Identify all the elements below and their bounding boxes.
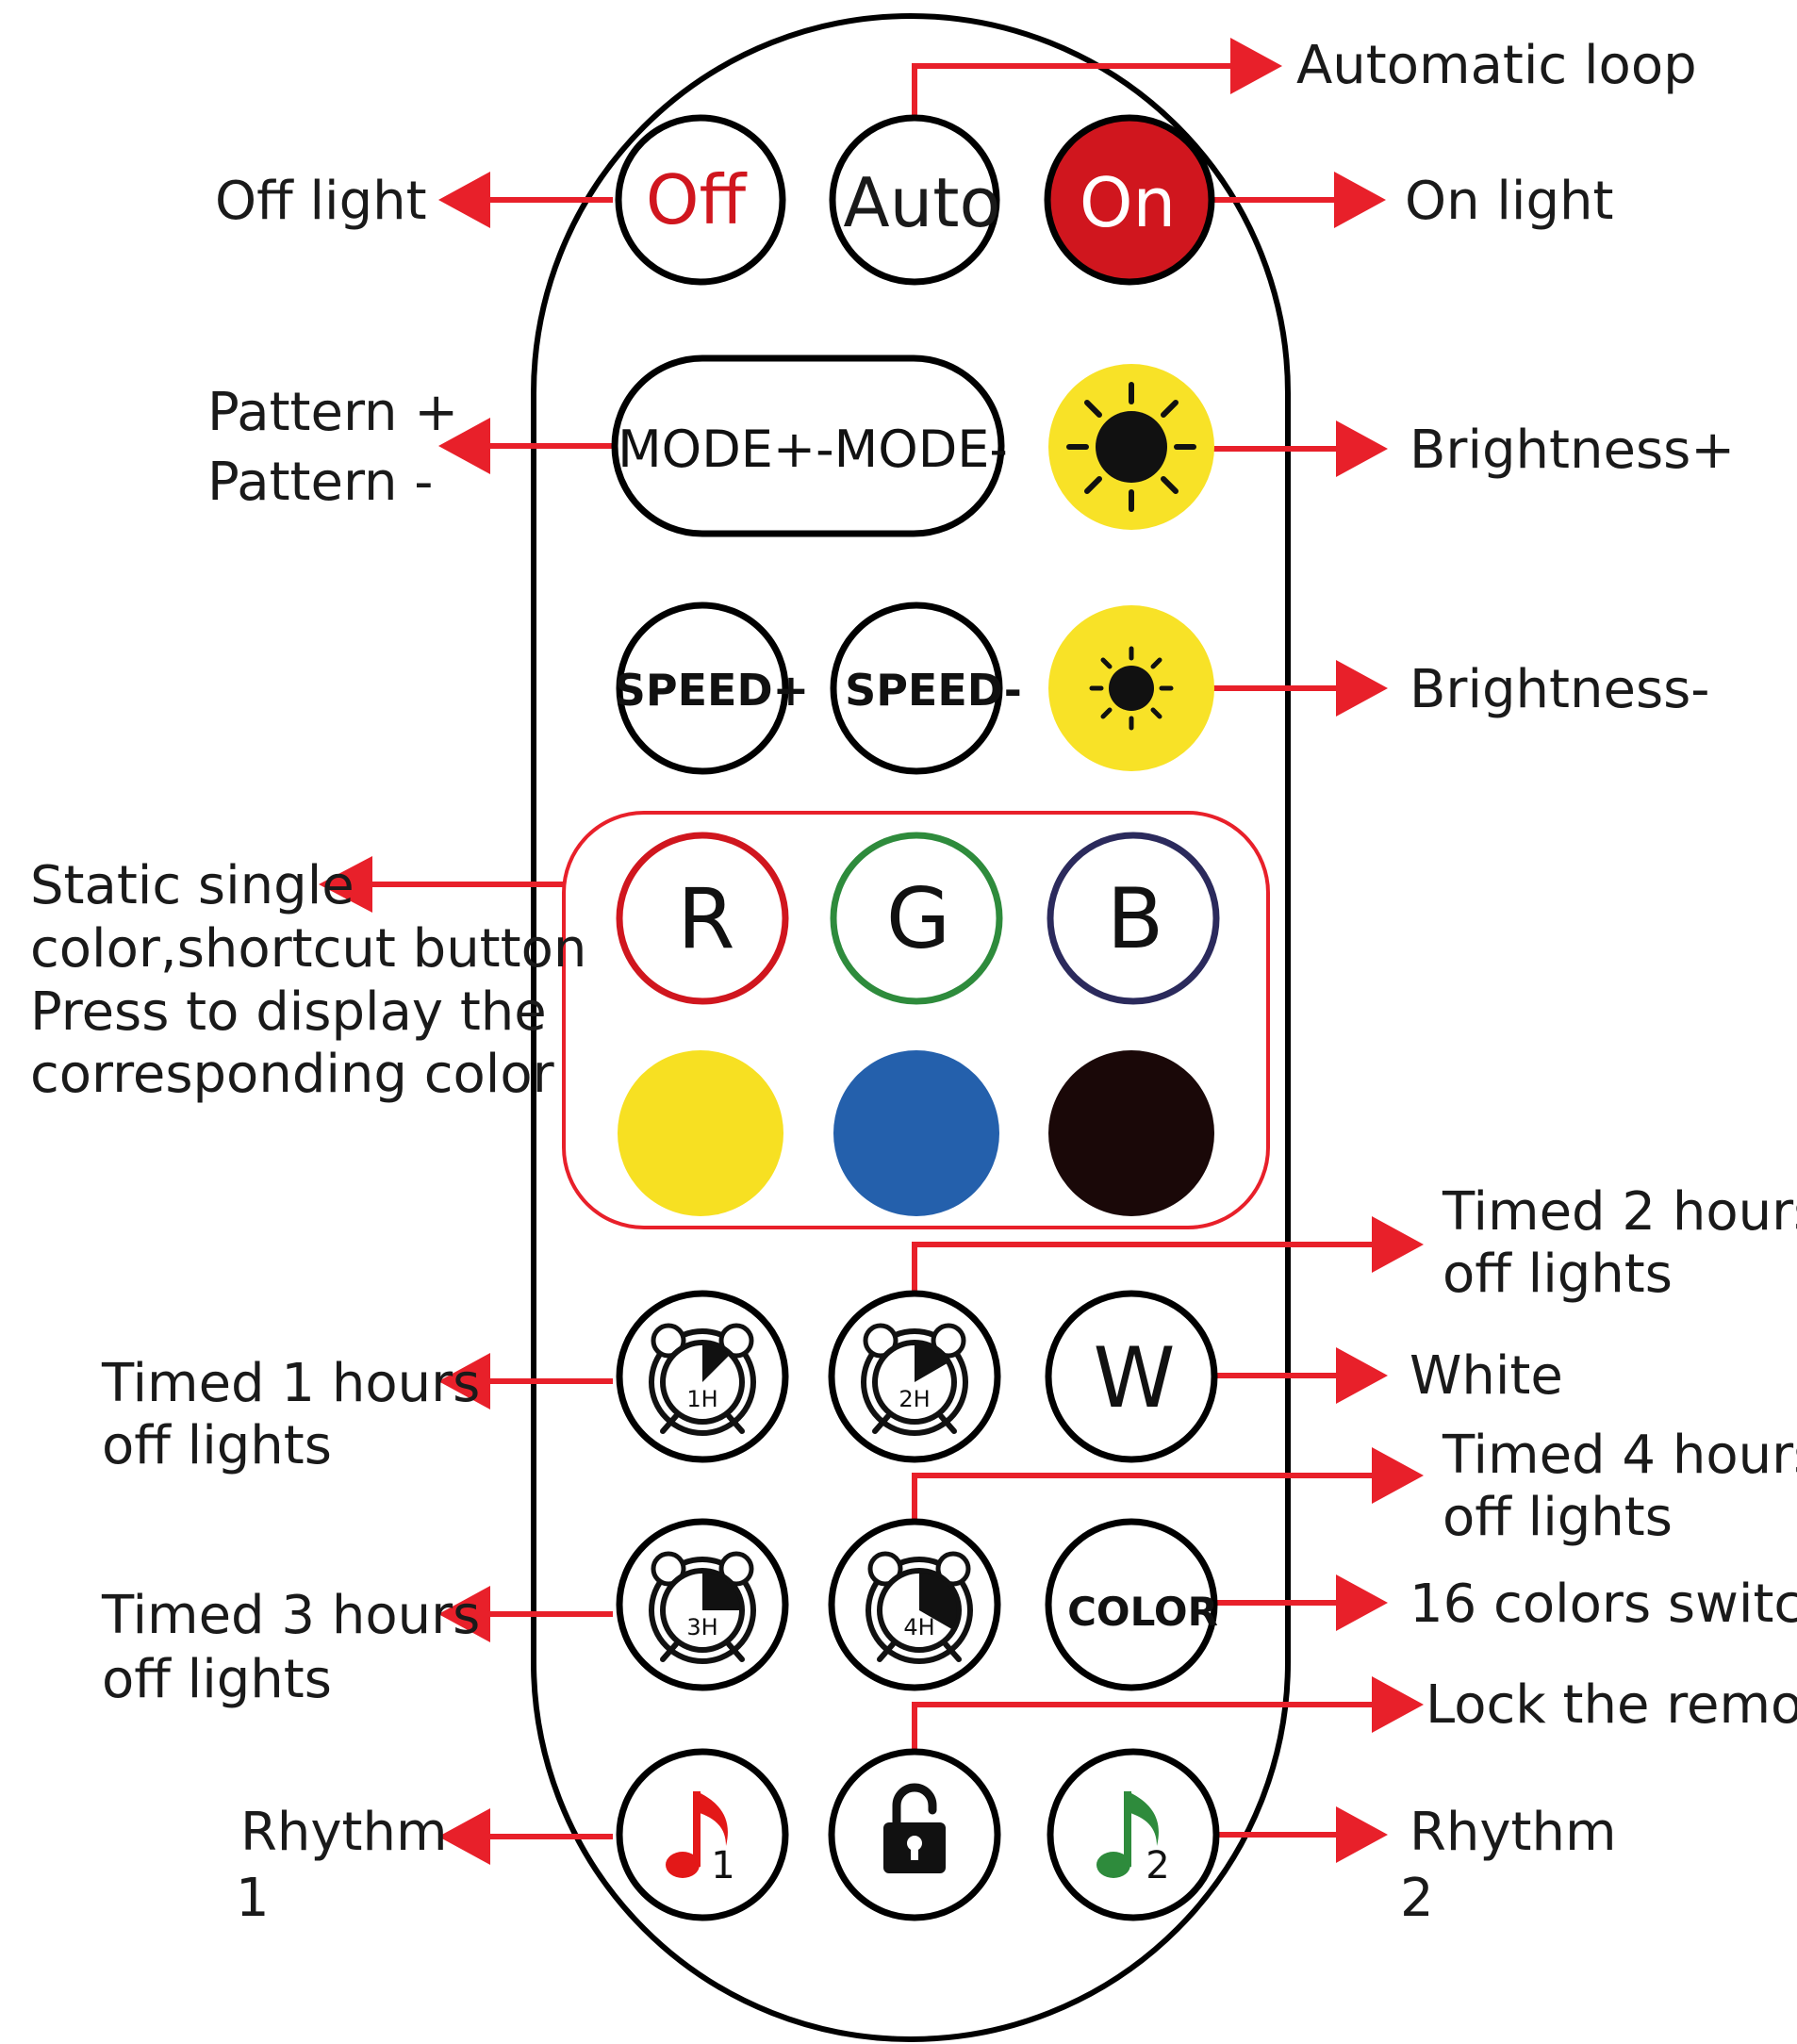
lock-icon bbox=[883, 1783, 946, 1873]
label-white: White bbox=[1410, 1345, 1563, 1407]
label-rhythm-left: Rhythm bbox=[240, 1802, 448, 1863]
label-automatic-loop: Automatic loop bbox=[1296, 35, 1697, 96]
yellow-swatch-button[interactable] bbox=[618, 1050, 783, 1216]
label-off-light: Off light bbox=[215, 171, 427, 232]
speed-up-label: SPEED+ bbox=[615, 665, 809, 716]
label-timed3-line1: Timed 3 hours bbox=[101, 1585, 480, 1646]
label-on-light: On light bbox=[1405, 171, 1613, 232]
label-timed1-line1: Timed 1 hours bbox=[101, 1353, 480, 1414]
timer-4h-button[interactable]: 4H bbox=[828, 1518, 1001, 1691]
label-timed4-line2: off lights bbox=[1443, 1487, 1673, 1548]
timer-4h-label: 4H bbox=[903, 1614, 934, 1640]
label-brightness-plus: Brightness+ bbox=[1410, 420, 1735, 481]
timer-2h-label: 2H bbox=[898, 1386, 930, 1412]
speed-down-label: SPEED- bbox=[845, 665, 1022, 716]
timer-3h-label: 3H bbox=[686, 1614, 717, 1640]
timer-1h-label: 1H bbox=[686, 1386, 717, 1412]
off-button-label: Off bbox=[646, 160, 748, 239]
alarm-clock-icon bbox=[651, 1326, 753, 1433]
rhythm-1-num: 1 bbox=[711, 1844, 734, 1887]
remote-body bbox=[531, 13, 1291, 2042]
label-rhythm-left-num: 1 bbox=[236, 1868, 270, 1929]
label-static-line4: corresponding color bbox=[30, 1044, 555, 1105]
alarm-clock-icon bbox=[864, 1326, 965, 1433]
music-note-icon bbox=[666, 1791, 728, 1878]
rhythm-1-button[interactable]: 1 bbox=[616, 1748, 789, 1921]
timer-3h-button[interactable]: 3H bbox=[616, 1518, 789, 1691]
label-timed2-line1: Timed 2 hours bbox=[1442, 1181, 1797, 1243]
color-button-label: COLOR bbox=[1067, 1589, 1218, 1635]
rhythm-2-num: 2 bbox=[1146, 1844, 1169, 1887]
label-static-line3: Press to display the bbox=[30, 981, 547, 1043]
connectors bbox=[368, 63, 1377, 1839]
black-swatch-button[interactable] bbox=[1048, 1050, 1214, 1216]
speed-up-button[interactable]: SPEED+ bbox=[615, 602, 809, 775]
on-button[interactable]: On bbox=[1044, 114, 1215, 286]
brightness-up-button[interactable] bbox=[1048, 364, 1214, 530]
label-static-line1: Static single bbox=[30, 855, 354, 916]
label-16-colors-switch: 16 colors switch bbox=[1410, 1574, 1797, 1635]
timer-1h-button[interactable]: 1H bbox=[616, 1290, 789, 1463]
color-group-frame bbox=[562, 811, 1270, 1229]
red-button[interactable]: R bbox=[616, 832, 789, 1005]
timer-2h-button[interactable]: 2H bbox=[828, 1290, 1001, 1463]
green-button[interactable]: G bbox=[830, 832, 1003, 1005]
music-note-icon bbox=[1096, 1791, 1159, 1878]
red-button-label: R bbox=[677, 870, 734, 967]
white-button[interactable]: W bbox=[1045, 1290, 1218, 1463]
on-button-label: On bbox=[1080, 163, 1176, 242]
mode-button-label: MODE+-MODE- bbox=[618, 420, 1008, 479]
alarm-clock-icon bbox=[868, 1554, 970, 1661]
blue-button-label: B bbox=[1107, 870, 1163, 967]
auto-button[interactable]: Auto bbox=[829, 114, 1001, 286]
auto-button-label: Auto bbox=[843, 163, 1000, 242]
lock-button[interactable] bbox=[828, 1748, 1001, 1921]
label-timed3-line2: off lights bbox=[102, 1649, 332, 1710]
annotations: Automatic loop Off light On light Patter… bbox=[30, 35, 1797, 1929]
label-timed4-line1: Timed 4 hours bbox=[1442, 1425, 1797, 1486]
brightness-down-button[interactable] bbox=[1048, 605, 1214, 771]
label-static-line2: color,shortcut button bbox=[30, 918, 586, 980]
arrowheads bbox=[319, 38, 1424, 1865]
label-pattern-plus: Pattern + bbox=[207, 382, 458, 443]
blue-swatch-button[interactable] bbox=[833, 1050, 999, 1216]
sun-small-icon bbox=[1089, 646, 1174, 731]
sun-large-icon bbox=[1066, 382, 1196, 512]
off-button[interactable]: Off bbox=[615, 114, 786, 286]
rhythm-2-button[interactable]: 2 bbox=[1047, 1748, 1220, 1921]
alarm-clock-icon bbox=[651, 1554, 753, 1661]
label-timed1-line2: off lights bbox=[102, 1415, 332, 1476]
label-pattern-minus: Pattern - bbox=[207, 452, 433, 513]
label-rhythm-right: Rhythm bbox=[1410, 1802, 1617, 1863]
blue-button[interactable]: B bbox=[1047, 832, 1220, 1005]
label-timed2-line2: off lights bbox=[1443, 1244, 1673, 1305]
speed-down-button[interactable]: SPEED- bbox=[830, 602, 1022, 775]
label-lock-remote: Lock the remote bbox=[1426, 1674, 1797, 1736]
label-brightness-minus: Brightness- bbox=[1410, 659, 1710, 720]
white-button-label: W bbox=[1093, 1329, 1175, 1426]
green-button-label: G bbox=[886, 870, 950, 967]
color-button[interactable]: COLOR bbox=[1045, 1518, 1218, 1691]
label-rhythm-right-num: 2 bbox=[1400, 1868, 1434, 1929]
mode-button[interactable]: MODE+-MODE- bbox=[611, 354, 1008, 537]
